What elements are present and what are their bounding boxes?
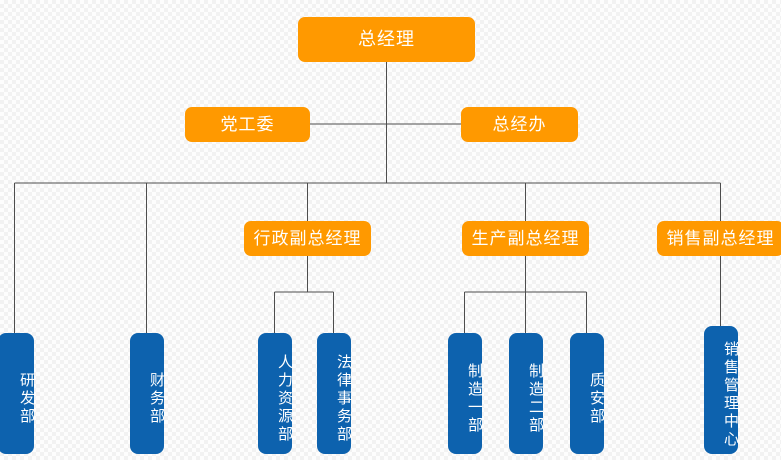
node-party-committee[interactable]: 党工委 — [185, 107, 310, 142]
node-label: 总经办 — [492, 114, 547, 134]
node-manufacturing-2-department[interactable]: 制造二部 — [509, 333, 544, 454]
node-manufacturing-1-department[interactable]: 制造一部 — [448, 333, 483, 454]
node-label: 质安部 — [588, 371, 605, 426]
node-sales-management-center[interactable]: 销售管理中心 — [704, 326, 739, 454]
node-label: 生产副总经理 — [471, 228, 580, 248]
node-general-manager[interactable]: 总经理 — [298, 17, 475, 62]
node-label: 财务部 — [148, 371, 165, 426]
node-production-vp[interactable]: 生产副总经理 — [462, 221, 589, 256]
node-quality-safety-department[interactable]: 质安部 — [570, 333, 605, 454]
node-label: 党工委 — [220, 114, 275, 134]
node-legal-department[interactable]: 法律事务部 — [317, 333, 352, 454]
node-finance-department[interactable]: 财务部 — [130, 333, 165, 454]
node-label: 销售副总经理 — [666, 228, 775, 248]
node-label: 总经理 — [358, 29, 415, 50]
node-rd-department[interactable]: 研发部 — [0, 333, 35, 454]
node-label: 研发部 — [18, 371, 35, 426]
node-label: 人力资源部 — [276, 353, 293, 444]
node-hr-department[interactable]: 人力资源部 — [258, 333, 293, 454]
node-label: 行政副总经理 — [253, 228, 362, 248]
node-label: 制造一部 — [466, 362, 483, 435]
node-label: 法律事务部 — [335, 353, 352, 444]
node-sales-vp[interactable]: 销售副总经理 — [657, 221, 781, 256]
node-admin-vp[interactable]: 行政副总经理 — [244, 221, 371, 256]
node-label: 销售管理中心 — [722, 341, 739, 449]
node-gm-office[interactable]: 总经办 — [461, 107, 578, 142]
node-label: 制造二部 — [527, 362, 544, 435]
